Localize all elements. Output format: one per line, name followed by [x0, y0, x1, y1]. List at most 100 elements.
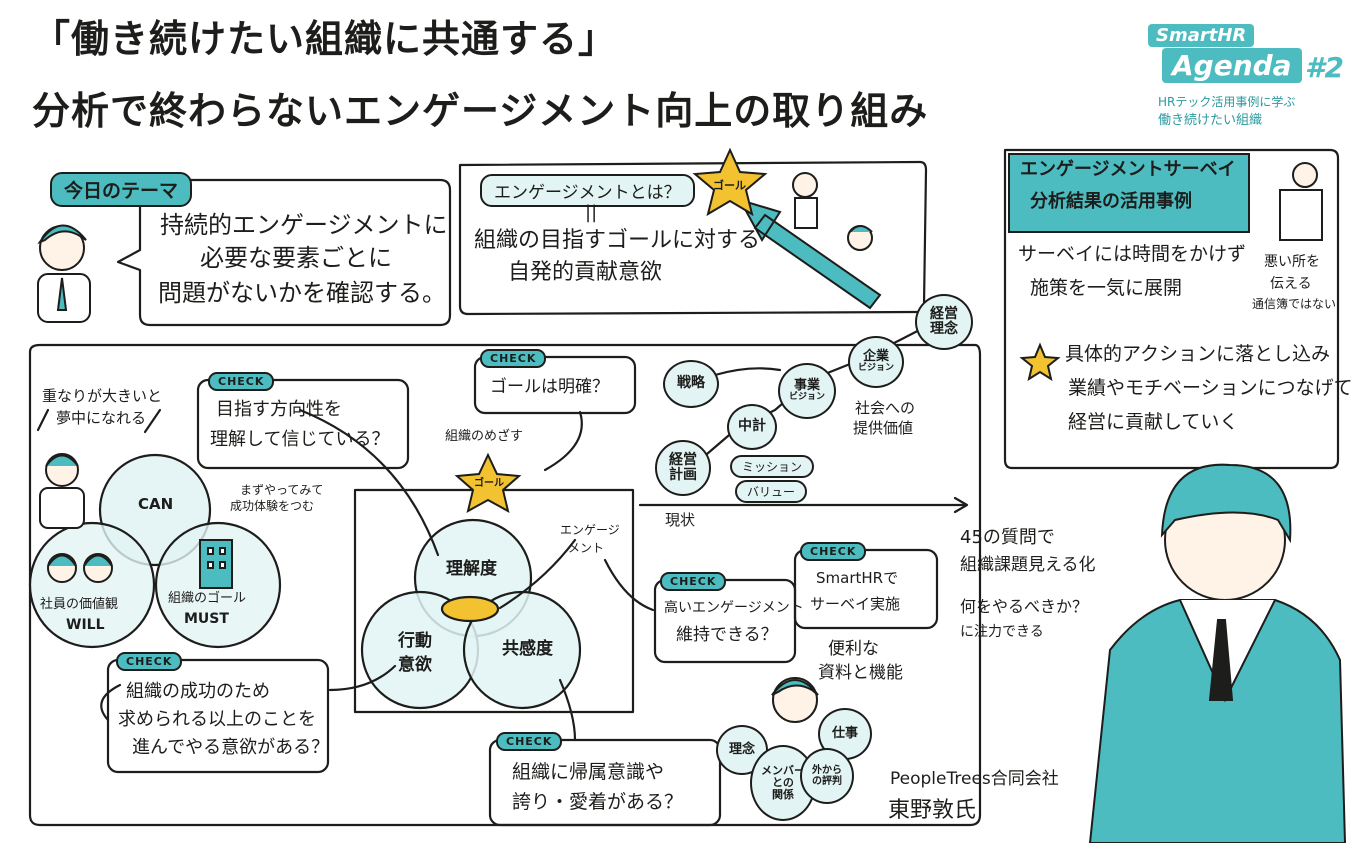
theme-line2: 必要な要素ごとに	[200, 245, 392, 273]
check-badge: CHECK	[660, 572, 726, 591]
note-q45-line2: 組織課題見える化	[960, 556, 1096, 576]
check-badge: CHECK	[800, 542, 866, 561]
case-bullet-line3: 経営に貢献していく	[1068, 412, 1238, 434]
note-focus-line1: 何をやるべきか？	[960, 598, 1088, 616]
bubble-external-line1: 外から	[812, 765, 842, 776]
step-planning-line2: 計画	[669, 468, 697, 483]
case-note-line2: 伝える	[1270, 276, 1312, 292]
definition-equals: ||	[585, 203, 597, 224]
center-engagement-line1: エンゲージ	[560, 524, 620, 538]
bubble-work-label: 仕事	[832, 727, 858, 741]
theme-tag: 今日のテーマ	[50, 172, 192, 207]
center-understanding: 理解度	[446, 560, 497, 580]
logo-caption-1: HRテック活用事例に学ぶ	[1158, 96, 1295, 110]
venn-will-line2: WILL	[66, 617, 105, 633]
bubble-member-line3: 関係	[761, 789, 805, 801]
step-business: 事業ビジョン	[778, 363, 836, 419]
check-survey-line1: SmartHRで	[816, 570, 898, 587]
venn-must-line2: MUST	[184, 611, 229, 627]
center-action-line2: 意欲	[398, 656, 432, 676]
title-line1: 「働き続けたい組織に共通する」	[32, 20, 617, 58]
check-success-line3: 進んでやる意欲がある？	[132, 738, 329, 759]
step-corporate-line2: ビジョン	[858, 364, 894, 374]
check-belonging-line1: 組織に帰属意識や	[512, 762, 664, 784]
theme-line1: 持続的エンゲージメントに	[160, 212, 448, 240]
logo-name: Agenda	[1162, 48, 1302, 83]
title-line2: 分析で終わらないエンゲージメント向上の取り組み	[32, 92, 928, 130]
center-action-line1: 行動	[398, 632, 432, 652]
venn-note-line1: 重なりが大きいと	[42, 388, 162, 405]
step-midterm: 中計	[727, 404, 777, 450]
center-aim: 組織のめざす	[445, 430, 523, 445]
center-empathy: 共感度	[502, 640, 553, 660]
check-direction-line1: 目指す方向性を	[216, 400, 342, 421]
definition-line2: 自発的貢献意欲	[508, 260, 662, 285]
step-strategy-label: 戦略	[677, 376, 705, 391]
engagement-core	[442, 597, 498, 621]
step-corporate: 企業ビジョン	[848, 336, 904, 388]
check-survey-line2: サーベイ実施	[810, 596, 900, 613]
case-bullet-line2: 業績やモチベーションにつなげて	[1068, 378, 1353, 400]
step-mission: ミッション	[730, 455, 814, 478]
check-belonging-line2: 誇り・愛着がある？	[512, 792, 683, 814]
step-strategy: 戦略	[663, 360, 719, 408]
center-trial-line2: 成功体験をつむ	[230, 500, 314, 514]
logo-number: #2	[1305, 52, 1344, 84]
step-philosophy-line1: 経営	[930, 307, 958, 322]
step-social-line2: 提供価値	[853, 420, 913, 437]
check-box-direction	[198, 380, 408, 468]
venn-note-line2: 夢中になれる	[56, 410, 146, 427]
step-midterm-label: 中計	[738, 419, 766, 434]
case-speed-line1: サーベイには時間をかけず	[1018, 244, 1246, 266]
note-q45-line1: 45の質問で	[960, 528, 1055, 549]
case-bullet-line1: 具体的アクションに落とし込み	[1065, 344, 1330, 366]
definition-goal-label: ゴール	[713, 180, 746, 193]
logo-brand: SmartHR	[1148, 24, 1254, 47]
building-icon	[200, 540, 232, 588]
step-current: 現状	[665, 512, 695, 529]
check-maintain-line1: 高いエンゲージメント	[664, 600, 804, 616]
check-direction-line2: 理解して信じている？	[210, 430, 389, 451]
check-goal-clear: ゴールは明確？	[490, 378, 609, 398]
definition-line1: 組織の目指すゴールに対する	[474, 228, 760, 253]
theme-line3: 問題がないかを確認する。	[158, 280, 446, 308]
logo-caption-2: 働き続けたい組織	[1158, 114, 1262, 129]
check-box-maintain	[655, 580, 795, 662]
timeline-arrow	[640, 498, 967, 512]
check-badge: CHECK	[496, 732, 562, 751]
credit-name: 東野敦氏	[888, 798, 976, 823]
check-badge: CHECK	[480, 349, 546, 368]
case-speed-line2: 施策を一気に展開	[1030, 278, 1182, 300]
venn-can-label: CAN	[138, 496, 173, 513]
case-header-line2: 分析結果の活用事例	[1030, 192, 1192, 213]
center-trial-line1: まずやってみて	[240, 484, 323, 498]
check-success-line1: 組織の成功のため	[126, 682, 270, 703]
bubble-external-line2: の評判	[812, 776, 842, 787]
bubble-external: 外からの評判	[800, 748, 854, 804]
bubble-philosophy-label: 理念	[729, 743, 755, 757]
center-engagement-line2: メント	[568, 542, 604, 556]
note-tools-line1: 便利な	[828, 640, 879, 660]
step-philosophy-line2: 理念	[930, 322, 958, 337]
check-maintain-line2: 維持できる？	[676, 626, 778, 646]
check-badge: CHECK	[116, 652, 182, 671]
step-social-line1: 社会への	[855, 400, 915, 417]
case-header-line1: エンゲージメントサーベイ	[1020, 160, 1236, 181]
note-focus-line2: に注力できる	[960, 624, 1044, 640]
venn-will-line1: 社員の価値観	[40, 598, 118, 613]
case-note-line1: 悪い所を	[1264, 254, 1320, 270]
note-tools-line2: 資料と機能	[818, 664, 903, 684]
center-goal: ゴール	[474, 478, 504, 490]
check-success-line2: 求められる以上のことを	[118, 710, 316, 731]
step-value: バリュー	[735, 480, 807, 503]
check-badge: CHECK	[208, 372, 274, 391]
step-business-line2: ビジョン	[789, 393, 825, 403]
venn-must-line1: 組織のゴール	[168, 592, 246, 607]
check-box-survey	[795, 550, 937, 628]
step-philosophy: 経営理念	[915, 294, 973, 350]
step-planning-line1: 経営	[669, 453, 697, 468]
step-curve	[715, 368, 780, 375]
case-note-line3: 通信簿ではない	[1252, 298, 1336, 312]
credit-company: PeopleTrees合同会社	[890, 770, 1059, 790]
